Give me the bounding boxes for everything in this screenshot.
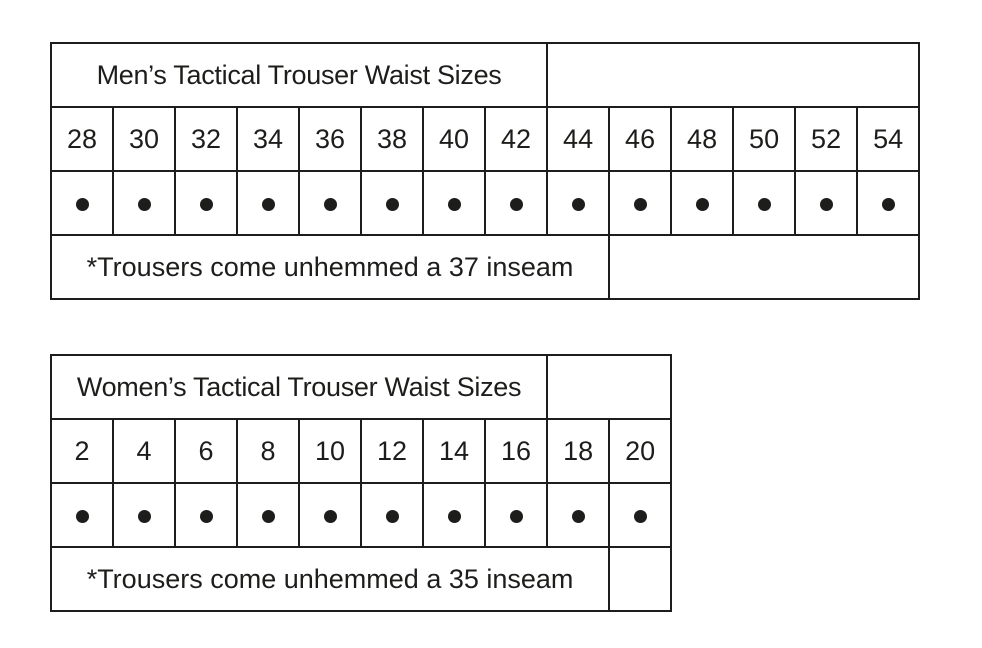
size-cell: 44 [546,106,611,172]
availability-dot-icon [509,509,523,523]
availability-cell [298,170,362,236]
size-cell: 2 [50,418,114,484]
availability-cell [483,170,549,236]
availability-cell [794,170,859,236]
size-cell: 30 [112,106,176,172]
womens-sizes-row: 2 4 6 8 10 12 14 16 18 20 [50,418,673,484]
size-cell: 6 [174,418,238,484]
womens-title-row: Women’s Tactical Trouser Waist Sizes [49,354,673,420]
availability-dot-icon [261,509,275,523]
availability-dot-icon [819,197,833,211]
availability-dot-icon [137,197,151,211]
availability-dot-icon [571,509,585,523]
mens-footnote: *Trousers come unhemmed a 37 inseam [49,234,611,300]
mens-footnote-row: *Trousers come unhemmed a 37 inseam [49,234,921,300]
size-cell: 38 [360,106,424,172]
womens-footnote-row: *Trousers come unhemmed a 35 inseam [49,546,673,612]
availability-dot-icon [633,197,647,211]
empty-region [546,354,673,420]
size-cell: 16 [483,418,549,484]
size-cell: 12 [360,418,424,484]
availability-cell [483,482,549,548]
availability-dot-icon [447,509,461,523]
availability-cell [112,482,176,548]
availability-dot-icon [385,509,399,523]
availability-cell [608,482,673,548]
womens-footnote: *Trousers come unhemmed a 35 inseam [49,546,611,612]
availability-cell [50,482,114,548]
availability-cell [174,482,238,548]
size-cell: 48 [670,106,735,172]
size-cell: 40 [422,106,486,172]
availability-dot-icon [199,197,213,211]
availability-cell [732,170,797,236]
size-cell: 14 [422,418,486,484]
womens-availability-row [50,482,673,548]
availability-dot-icon [75,509,89,523]
availability-dot-icon [137,509,151,523]
size-cell: 34 [236,106,300,172]
availability-dot-icon [633,509,647,523]
mens-sizes-row: 28 30 32 34 36 38 40 42 44 46 48 50 52 5… [50,106,921,172]
empty-region [608,546,673,612]
size-cell: 4 [112,418,176,484]
availability-dot-icon [385,197,399,211]
availability-dot-icon [571,197,585,211]
availability-dot-icon [199,509,213,523]
availability-cell [422,170,486,236]
size-cell: 10 [298,418,362,484]
availability-dot-icon [447,197,461,211]
size-cell: 32 [174,106,238,172]
size-cell: 52 [794,106,859,172]
womens-size-chart-table: Women’s Tactical Trouser Waist Sizes 2 4… [49,354,673,612]
size-cell: 42 [483,106,549,172]
size-cell: 54 [856,106,921,172]
mens-table-title: Men’s Tactical Trouser Waist Sizes [49,42,549,108]
availability-cell [608,170,673,236]
availability-cell [112,170,176,236]
availability-dot-icon [75,197,89,211]
size-cell: 20 [608,418,673,484]
availability-cell [546,482,611,548]
availability-cell [670,170,735,236]
availability-cell [236,482,300,548]
availability-cell [546,170,611,236]
size-cell: 28 [50,106,114,172]
availability-cell [360,170,424,236]
availability-dot-icon [323,197,337,211]
size-cell: 50 [732,106,797,172]
availability-cell [50,170,114,236]
size-cell: 18 [546,418,611,484]
availability-cell [360,482,424,548]
empty-region [608,234,921,300]
availability-dot-icon [323,509,337,523]
mens-title-row: Men’s Tactical Trouser Waist Sizes [49,42,921,108]
availability-cell [422,482,486,548]
availability-cell [298,482,362,548]
availability-cell [174,170,238,236]
size-cell: 8 [236,418,300,484]
availability-dot-icon [757,197,771,211]
availability-dot-icon [881,197,895,211]
availability-dot-icon [261,197,275,211]
empty-region [546,42,921,108]
availability-dot-icon [509,197,523,211]
mens-size-chart-table: Men’s Tactical Trouser Waist Sizes 28 30… [49,42,921,300]
mens-availability-row [50,170,921,236]
availability-dot-icon [695,197,709,211]
size-cell: 46 [608,106,673,172]
availability-cell [856,170,921,236]
availability-cell [236,170,300,236]
womens-table-title: Women’s Tactical Trouser Waist Sizes [49,354,549,420]
size-cell: 36 [298,106,362,172]
